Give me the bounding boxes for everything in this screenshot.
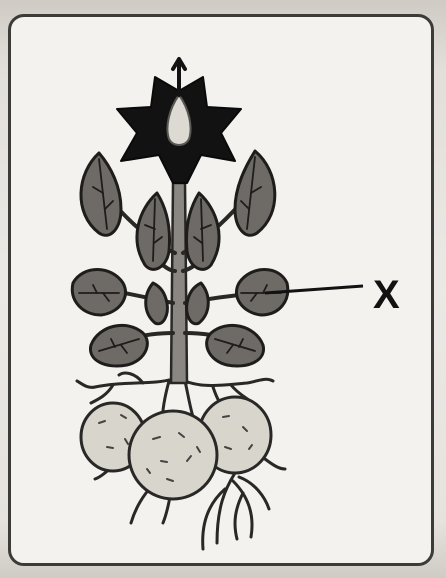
- leaf: [187, 283, 209, 324]
- leaf: [146, 283, 168, 324]
- leaf: [81, 153, 121, 235]
- label-x: X: [373, 275, 400, 315]
- potato-plant-diagram: [11, 17, 434, 566]
- tuber-center: [129, 411, 217, 499]
- flower: [117, 59, 241, 183]
- stem: [171, 183, 187, 383]
- diagram-card: X: [8, 14, 434, 566]
